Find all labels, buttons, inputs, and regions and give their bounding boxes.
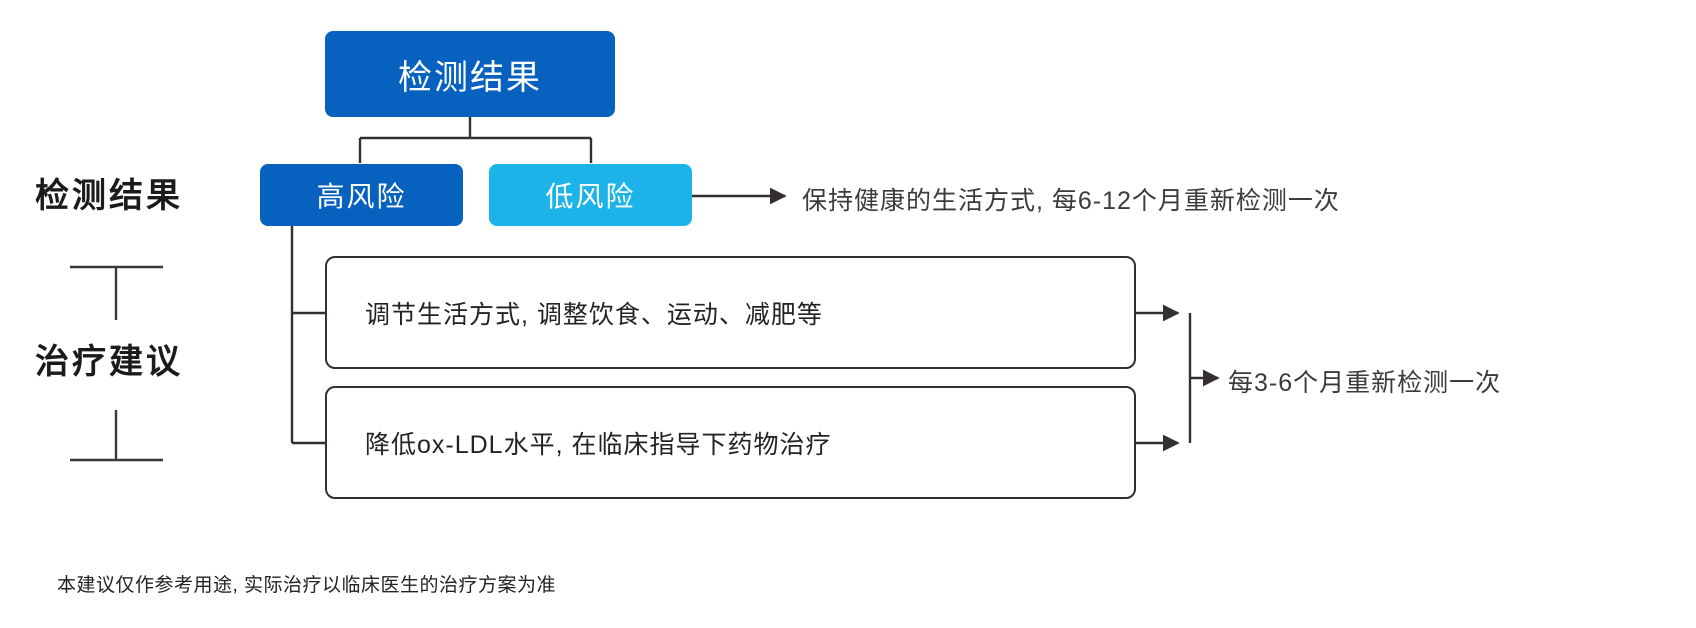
section-label-treatment-advice-text: 治疗建议 [35,343,183,381]
node-low-risk[interactable]: 低风险 [489,164,692,226]
disclaimer-footnote-text: 本建议仅作参考用途, 实际治疗以临床医生的治疗方案为准 [57,575,557,596]
node-advice-medication-label: 降低ox-LDL水平, 在临床指导下药物治疗 [365,430,832,459]
node-advice-lifestyle[interactable]: 调节生活方式, 调整饮食、运动、减肥等 [325,256,1136,369]
edge-label-low-risk-advice: 保持健康的生活方式, 每6-12个月重新检测一次 [802,181,1340,217]
node-high-risk[interactable]: 高风险 [260,164,463,226]
section-label-test-result: 检测结果 [35,168,183,217]
node-advice-medication[interactable]: 降低ox-LDL水平, 在临床指导下药物治疗 [325,386,1136,499]
disclaimer-footnote: 本建议仅作参考用途, 实际治疗以临床医生的治疗方案为准 [57,570,556,597]
section-label-test-result-text: 检测结果 [35,177,183,215]
edge-label-low-risk-advice-text: 保持健康的生活方式, 每6-12个月重新检测一次 [802,187,1340,215]
node-high-risk-label: 高风险 [316,181,407,212]
edge-label-retest-interval: 每3-6个月重新检测一次 [1228,363,1501,399]
node-advice-lifestyle-label: 调节生活方式, 调整饮食、运动、减肥等 [365,300,823,329]
node-test-result-root[interactable]: 检测结果 [325,31,615,117]
node-low-risk-label: 低风险 [545,181,636,212]
edge-label-retest-interval-text: 每3-6个月重新检测一次 [1228,369,1502,397]
section-label-treatment-advice: 治疗建议 [35,334,183,383]
node-test-result-root-label: 检测结果 [398,58,542,97]
